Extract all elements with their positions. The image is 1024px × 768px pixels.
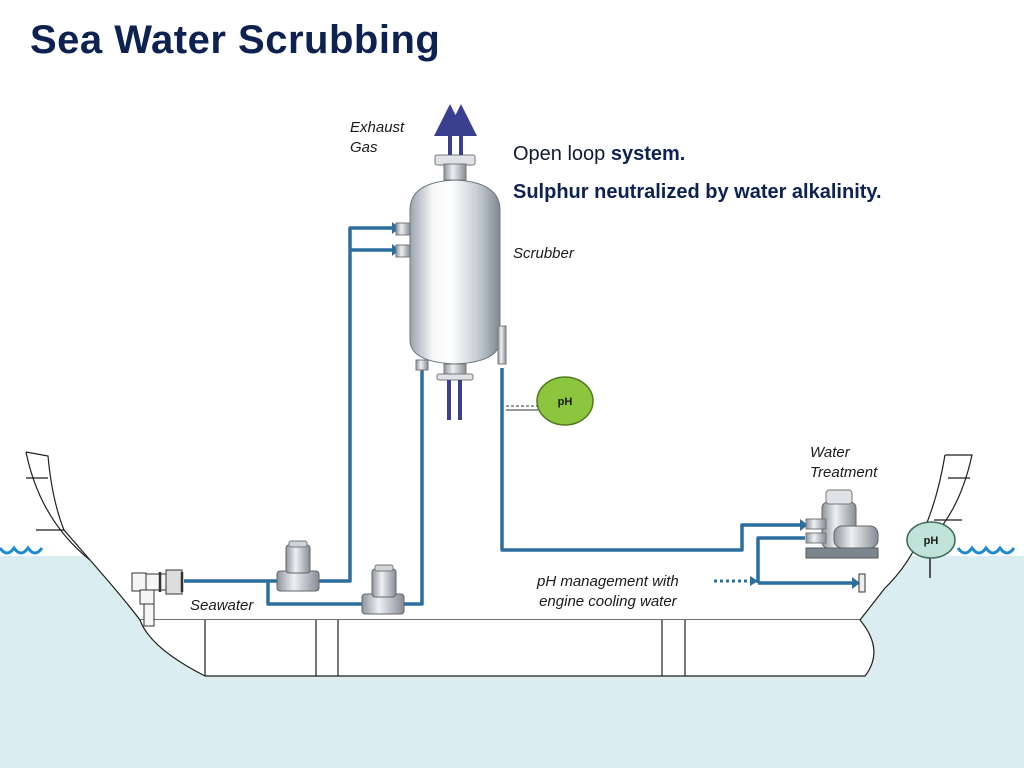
overboard-valve bbox=[858, 573, 866, 593]
exhaust-gas-label-line1: Exhaust bbox=[350, 119, 405, 136]
exhaust-gas-label: Exhaust Gas bbox=[350, 118, 404, 158]
ph-management-label-line2: engine cooling water bbox=[539, 593, 677, 610]
ship-hull bbox=[25, 451, 973, 677]
waves bbox=[0, 545, 1016, 555]
open-loop-statement: Open loop system. bbox=[513, 143, 685, 166]
seawater-label: Seawater bbox=[190, 597, 254, 614]
pump-2 bbox=[361, 564, 405, 615]
sulphur-statement: Sulphur neutralized by water alkalinity. bbox=[513, 181, 882, 203]
water-treatment-label: Water Treatment bbox=[810, 443, 877, 483]
exhaust-gas-label-line2: Gas bbox=[350, 139, 378, 156]
open-loop-prefix: Open loop bbox=[513, 143, 611, 165]
scrubber-vessel bbox=[395, 154, 507, 381]
ph-management-label-line1: pH management with bbox=[537, 573, 679, 590]
water-treatment-label-line2: Treatment bbox=[810, 464, 878, 481]
open-loop-bold: system. bbox=[610, 143, 686, 165]
ph-badge-overboard: pH bbox=[906, 521, 956, 559]
ph-badge-overboard-text: pH bbox=[924, 535, 939, 547]
water-treatment-unit bbox=[805, 489, 879, 559]
water-treatment-label-line1: Water bbox=[810, 444, 850, 461]
cooling-water-arrowhead bbox=[750, 576, 758, 586]
seawater-pipes bbox=[184, 226, 858, 606]
sea-chest-inlet bbox=[131, 569, 184, 627]
slide-title: Sea Water Scrubbing bbox=[30, 18, 441, 62]
ph-badge-scrubber-text: pH bbox=[558, 396, 573, 408]
ph-management-label: pH management with engine cooling water bbox=[537, 572, 679, 612]
scrubber-label: Scrubber bbox=[513, 245, 574, 262]
pump-1 bbox=[276, 540, 320, 592]
ph-badge-scrubber: pH bbox=[536, 376, 594, 426]
exhaust-gas-arrows bbox=[434, 104, 477, 420]
